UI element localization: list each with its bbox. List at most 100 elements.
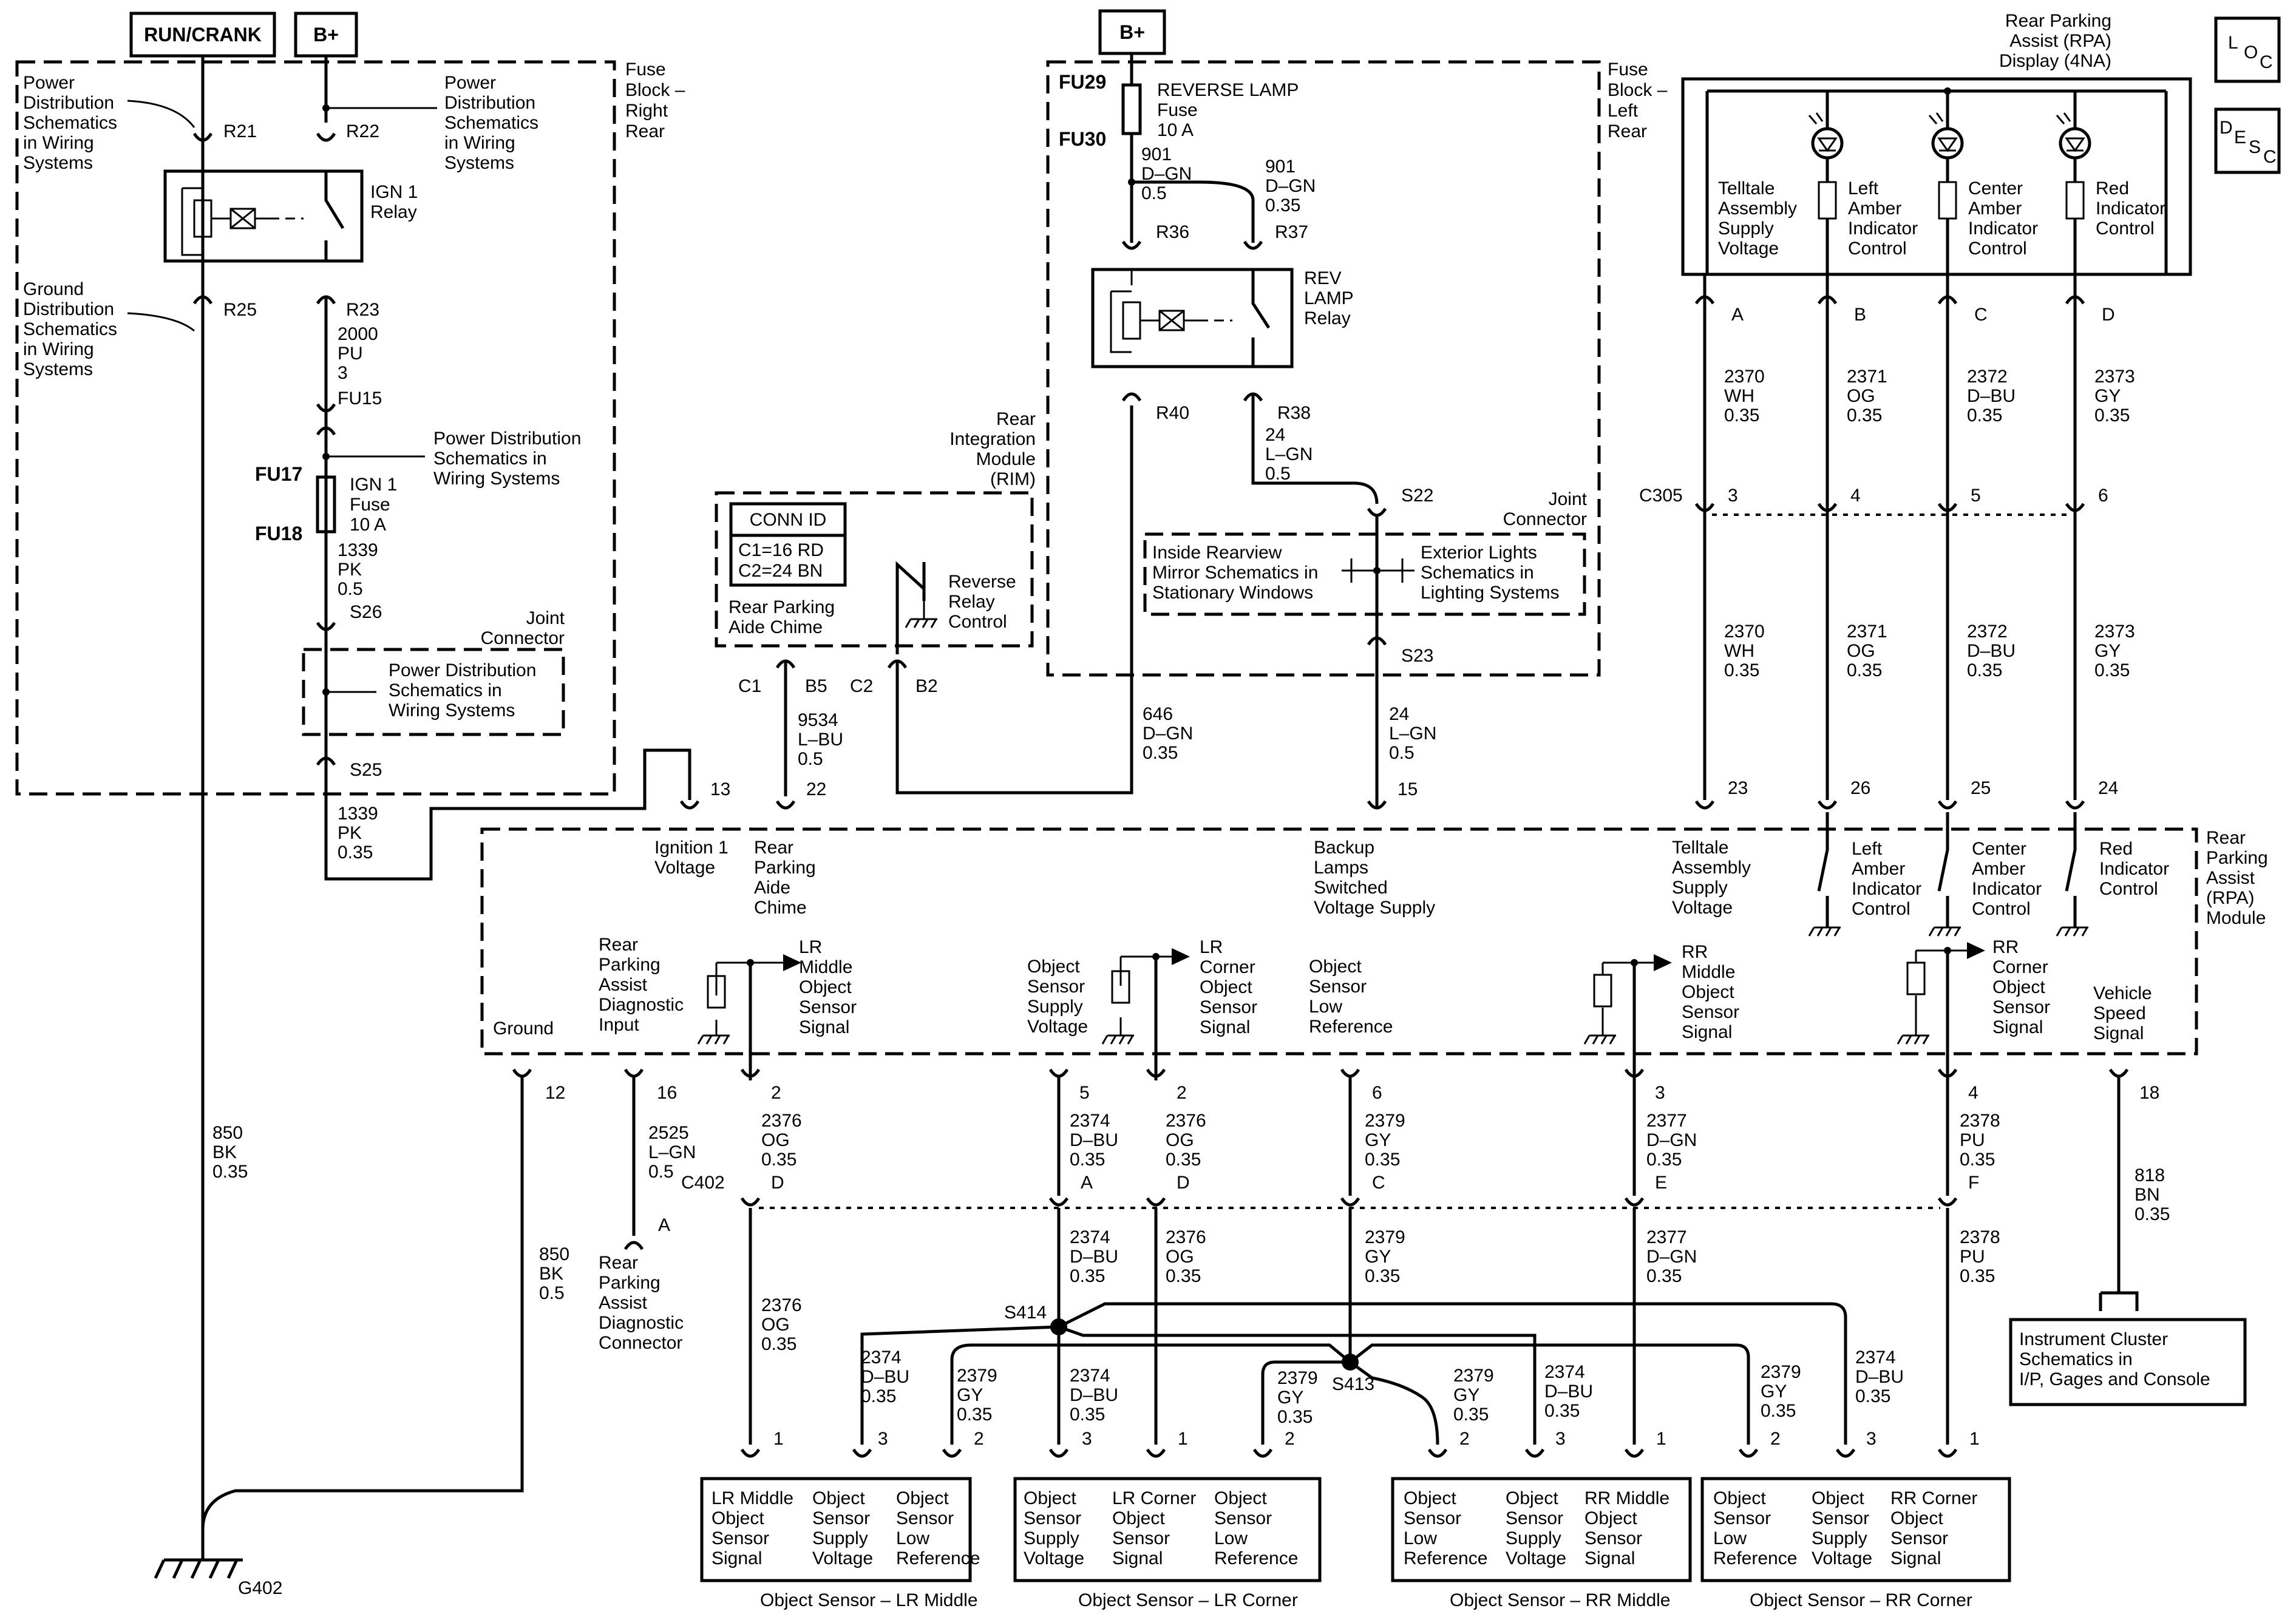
- c305-pin-6: 6: [2098, 486, 2108, 506]
- sensor-rrc-box: [1700, 1477, 2011, 1582]
- rim-outline: [715, 491, 1034, 648]
- sensor-rrm-box: [1391, 1477, 1692, 1582]
- pin-r40: R40: [1156, 403, 1189, 423]
- pin-r23: R23: [346, 300, 379, 320]
- sensor-lrm-name: Object Sensor – LR Middle: [760, 1590, 978, 1610]
- wire-lowref-lrc: [1261, 1360, 1350, 1445]
- rpa-pin-2b: 2: [1177, 1083, 1187, 1103]
- c402-f: F: [1968, 1173, 1979, 1193]
- disp-letter-c: C: [1974, 305, 1988, 325]
- rim-c1: C1: [738, 676, 761, 696]
- desc-badge: [2214, 107, 2281, 174]
- desc-c: C: [2263, 147, 2277, 167]
- s414-label: S414: [1004, 1303, 1047, 1323]
- desc-e: E: [2234, 127, 2246, 147]
- c402-a: A: [1081, 1173, 1093, 1193]
- wire-1339-to-rpa: [324, 748, 691, 881]
- fuse-block-left-rear-outline: [1046, 60, 1601, 677]
- bplus-source-left: [294, 12, 358, 58]
- pin-r22: R22: [346, 121, 379, 141]
- fu30: FU30: [1059, 128, 1106, 150]
- conn-id-table: [729, 534, 847, 587]
- sensor-lrc-pin-2: 2: [1285, 1429, 1295, 1449]
- sensor-rrm-pin-3: 3: [1555, 1429, 1566, 1449]
- rpa-pin-23: 23: [1728, 778, 1748, 798]
- diag-pin-a: A: [658, 1215, 670, 1235]
- sensor-lrm-pin-2: 2: [974, 1429, 984, 1449]
- wire-lowref-lrm: [950, 1343, 1351, 1445]
- rpa-pin-22: 22: [806, 779, 826, 799]
- loc-c: C: [2260, 52, 2273, 72]
- wire-lowref-rrm: [1349, 1360, 1439, 1445]
- wire-24-lgn: [1251, 395, 1379, 504]
- pin-r25: R25: [223, 300, 257, 320]
- ign1-relay: [163, 169, 364, 263]
- c305-pin-3: 3: [1728, 486, 1738, 506]
- rpa-pin-5: 5: [1079, 1083, 1090, 1103]
- rpa-pin-25: 25: [1971, 778, 1991, 798]
- wire-646: [895, 405, 1133, 795]
- ign1-fuse: [316, 475, 336, 534]
- sensor-lrm-pin-3: 3: [878, 1429, 888, 1449]
- reverse-lamp-fuse: [1121, 83, 1142, 135]
- sensor-lrc-pin-1: 1: [1178, 1429, 1188, 1449]
- joint-connector-lr: [1143, 532, 1586, 616]
- sensor-rrc-pin-3: 3: [1866, 1429, 1877, 1449]
- c402-d1: D: [771, 1173, 784, 1193]
- wire-850-bk: [201, 1076, 524, 1530]
- disp-letter-d: D: [2102, 305, 2115, 325]
